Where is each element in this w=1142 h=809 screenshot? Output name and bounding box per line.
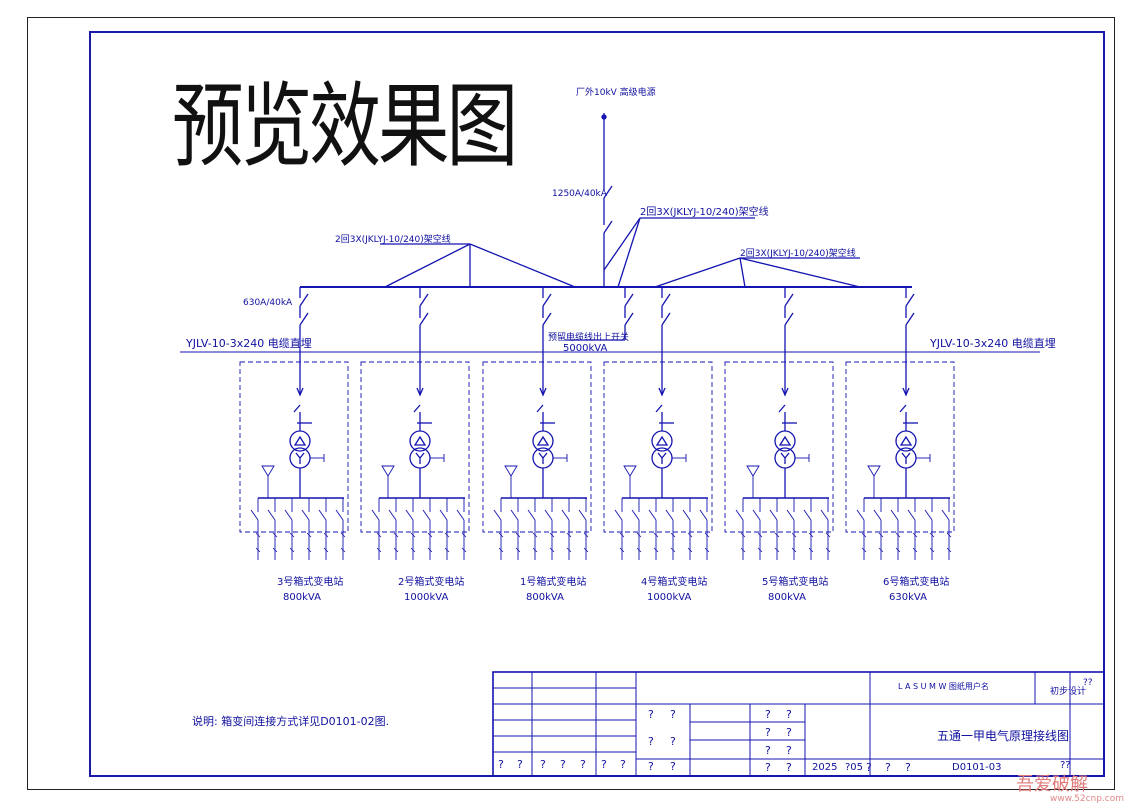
tb-scale-text: L A S U M W 图纸用户名 xyxy=(898,682,989,691)
tb-placeholder-cell: ? xyxy=(670,760,676,773)
tb-placeholder-cell: ? xyxy=(648,735,654,748)
tb-placeholder-cell: ? xyxy=(866,761,872,774)
tb-placeholder-cell: ? xyxy=(905,761,911,774)
tb-placeholder-cell: ? xyxy=(601,758,607,771)
branch-breaker-label: 630A/40kA xyxy=(243,298,293,308)
tb-placeholder-cell: ? xyxy=(786,744,792,757)
tb-placeholder-cell: ? xyxy=(765,761,771,774)
main-breaker-label: 1250A/40kA xyxy=(552,189,607,199)
substation-capacity-2: 1000kVA xyxy=(404,592,449,603)
substation-capacity-1: 800kVA xyxy=(283,592,321,603)
tb-placeholder-cell: ? xyxy=(786,761,792,774)
tb-placeholder-cell: ? xyxy=(786,726,792,739)
line-center-label: 2回3X(JKLYJ-10/240)架空线 xyxy=(640,207,769,218)
watermark: 吾爱破解 xyxy=(1016,774,1088,795)
substation-capacity-6: 630kVA xyxy=(889,592,927,603)
line-right-label: 2回3X(JKLYJ-10/240)架空线 xyxy=(740,249,856,259)
tb-placeholder-cell: ? xyxy=(580,758,586,771)
tb-placeholder-cell: ? xyxy=(498,758,504,771)
tb-placeholder-cell: ? xyxy=(517,758,523,771)
substation-name-6: 6号箱式变电站 xyxy=(883,577,950,588)
tb-drawing-title: 五通一甲电气原理接线图 xyxy=(937,729,1070,743)
substation-6 xyxy=(845,287,955,560)
substation-capacity-3: 800kVA xyxy=(526,592,564,603)
tb-placeholder-cell: ? xyxy=(540,758,546,771)
tb-design-qq: ?? xyxy=(1083,678,1093,688)
tb-placeholder-cell: ? xyxy=(786,708,792,721)
tb-placeholder-cell: ? xyxy=(560,758,566,771)
substation-capacity-5: 800kVA xyxy=(768,592,806,603)
tb-placeholder-cell: ? xyxy=(885,761,891,774)
substation-name-5: 5号箱式变电站 xyxy=(762,577,829,588)
outer-border xyxy=(27,17,1115,790)
tb-rev-qq: ?? xyxy=(1060,760,1071,771)
tb-placeholder-cell: ? xyxy=(765,726,771,739)
substation-2 xyxy=(360,287,470,560)
tb-year: 2025 xyxy=(812,762,838,773)
substation-name-1: 3号箱式变电站 xyxy=(277,577,344,588)
tb-placeholder-cell: ? xyxy=(765,744,771,757)
tb-placeholder-cell: ? xyxy=(670,735,676,748)
cable-right-label: YJLV-10-3x240 电缆直埋 xyxy=(930,337,1056,350)
tb-placeholder-cell: ? xyxy=(648,708,654,721)
substation-name-4: 4号箱式变电站 xyxy=(641,577,708,588)
tb-drawing-no: D0101-03 xyxy=(952,762,1002,773)
center-note-label: 预留电缆线出上开关 xyxy=(548,333,630,343)
tb-placeholder-cell: ? xyxy=(620,758,626,771)
substation-capacity-4: 1000kVA xyxy=(647,592,692,603)
substation-name-2: 2号箱式变电站 xyxy=(398,577,465,588)
tb-placeholder-cell: ? xyxy=(670,708,676,721)
substation-name-3: 1号箱式变电站 xyxy=(520,577,587,588)
tb-placeholder-cell: ? xyxy=(765,708,771,721)
substation-3 xyxy=(482,287,592,560)
source-label: 厂外10kV 高级电源 xyxy=(576,88,656,98)
line-left-label: 2回3X(JKLYJ-10/240)架空线 xyxy=(335,235,451,245)
preview-title: 预览效果图 xyxy=(172,73,518,180)
substation-4 xyxy=(603,287,713,560)
substation-5 xyxy=(724,287,834,560)
tb-placeholder-cell: ? xyxy=(648,760,654,773)
tb-design-stage: 初步设计 xyxy=(1050,687,1087,697)
cable-left-label: YJLV-10-3x240 电缆直埋 xyxy=(186,337,312,350)
center-capacity-label: 5000kVA xyxy=(563,343,608,354)
watermark-url: www.52cnp.com xyxy=(1050,794,1125,804)
drawing-note: 说明: 箱变间连接方式详见D0101-02图. xyxy=(192,715,390,728)
tb-month: ?05 xyxy=(845,762,864,773)
substation-1 xyxy=(239,287,349,560)
